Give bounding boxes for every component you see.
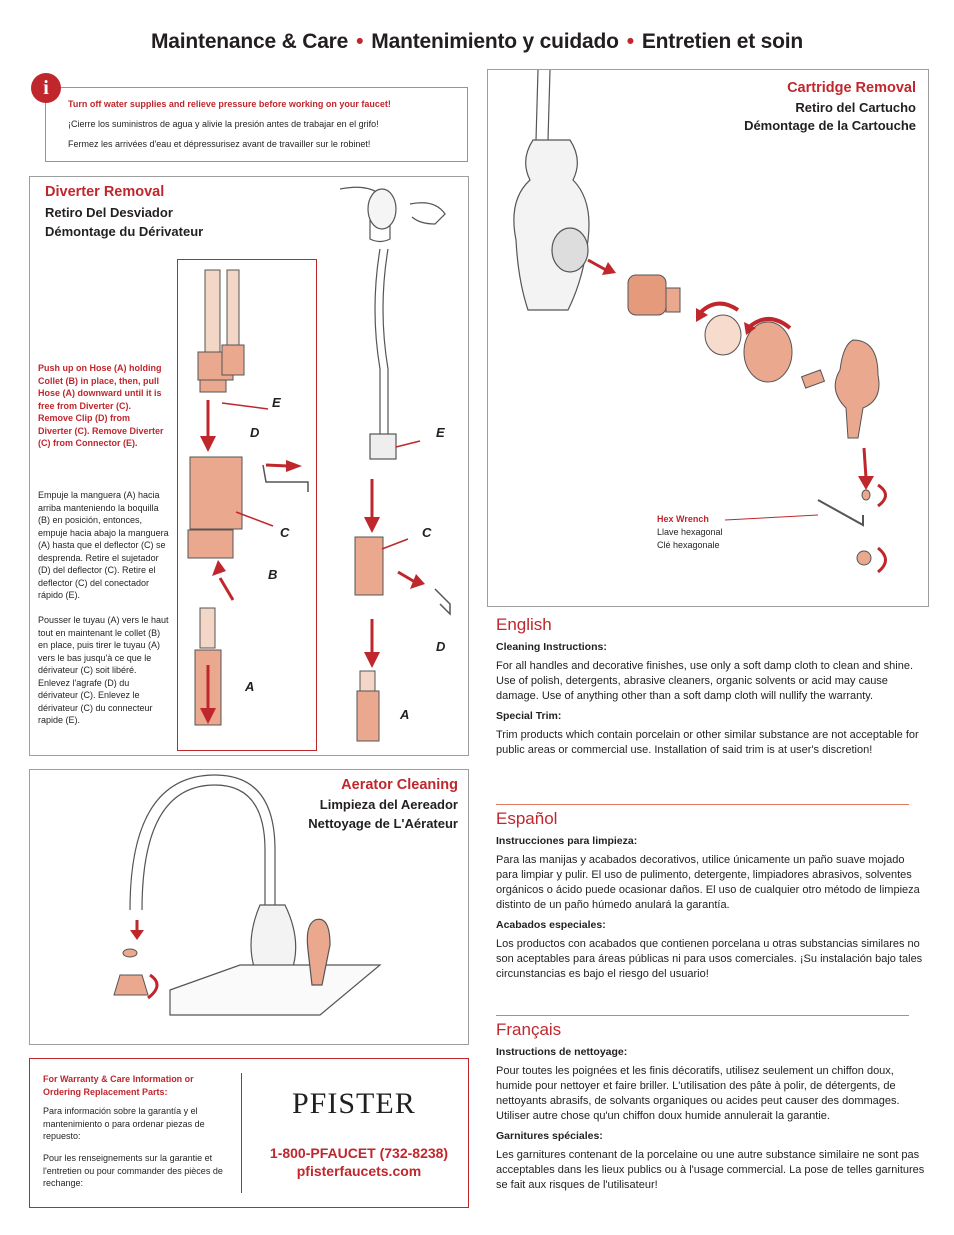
hex-wrench-fr: Clé hexagonale (657, 540, 720, 550)
warranty-panel: For Warranty & Care Information or Order… (29, 1058, 469, 1208)
english-section: English Cleaning Instructions: For all h… (496, 615, 926, 758)
page-title: Maintenance & Care•Mantenimiento y cuida… (151, 30, 803, 53)
diverter-label-e1: E (272, 395, 281, 410)
francais-clean-text: Pour toutes les poignées et les finis dé… (496, 1065, 900, 1122)
francais-trim-text: Les garnitures contenant de la porcelain… (496, 1149, 925, 1191)
warning-en: Turn off water supplies and relieve pres… (68, 99, 391, 109)
warning-fr: Fermez les arrivées d'eau et dépressuris… (68, 139, 371, 149)
diverter-label-c2: C (422, 525, 432, 540)
cartridge-exploded-illustration (513, 70, 887, 574)
diverter-instr-es: Empuje la manguera (A) hacia arriba mant… (38, 490, 169, 600)
diverter-detail-frame (177, 259, 317, 751)
aerator-cleaning-panel: Aerator Cleaning Limpieza del Aereador N… (29, 769, 469, 1045)
cartridge-title: Cartridge Removal (787, 80, 916, 96)
diverter-removal-panel: Diverter Removal Retiro Del Desviador Dé… (29, 176, 469, 756)
diverter-label-d1: D (250, 425, 260, 440)
diverter-faucet-illustration (340, 186, 451, 742)
diverter-exploded-illustration (187, 269, 309, 726)
espanol-clean-text: Para las manijas y acabados decorativos,… (496, 854, 920, 911)
francais-heading: Français (496, 1020, 562, 1039)
diverter-label-a2: A (400, 707, 410, 722)
francais-clean-heading: Instructions de nettoyage: (496, 1046, 628, 1058)
espanol-clean-heading: Instrucciones para limpieza: (496, 835, 638, 847)
diverter-sub-es: Retiro Del Desviador (45, 205, 173, 220)
francais-section: Français Instructions de nettoyage: Pour… (496, 1020, 926, 1193)
hex-wrench-es: Llave hexagonal (657, 527, 723, 537)
cartridge-sub-fr: Démontage de la Cartouche (744, 118, 916, 133)
diverter-sub-fr: Démontage du Dérivateur (45, 224, 204, 239)
diverter-title: Diverter Removal (45, 184, 165, 200)
warranty-website[interactable]: pfisterfaucets.com (296, 1163, 422, 1179)
francais-trim-heading: Garnitures spéciales: (496, 1130, 603, 1142)
divider (496, 1015, 909, 1016)
warranty-en: For Warranty & Care Information or Order… (43, 1074, 194, 1097)
aerator-faucet-illustration (113, 774, 382, 1016)
warning-es: ¡Cierre los suministros de agua y alivie… (68, 119, 379, 129)
aerator-sub-es: Limpieza del Aereador (319, 797, 458, 812)
aerator-sub-fr: Nettoyage de L'Aérateur (308, 816, 458, 831)
diverter-label-b: B (268, 567, 278, 582)
diverter-instr-en: Push up on Hose (A) holding Collet (B) i… (38, 363, 164, 448)
diverter-instr-fr: Pousser le tuyau (A) vers le haut tout e… (38, 615, 169, 725)
espanol-trim-heading: Acabados especiales: (496, 919, 606, 931)
aerator-title: Aerator Cleaning (341, 777, 458, 793)
info-icon: i (31, 73, 61, 103)
warranty-fr: Pour les renseignements sur la garantie … (43, 1153, 223, 1188)
divider (496, 804, 909, 805)
diverter-label-e2: E (436, 425, 445, 440)
warranty-phone[interactable]: 1-800-PFAUCET (732-8238) (269, 1145, 449, 1161)
english-trim-heading: Special Trim: (496, 710, 562, 722)
cartridge-sub-es: Retiro del Cartucho (795, 100, 916, 115)
english-clean-text: For all handles and decorative finishes,… (496, 660, 914, 702)
espanol-trim-text: Los productos con acabados que contienen… (496, 938, 923, 980)
english-heading: English (496, 615, 552, 634)
diverter-label-d2: D (436, 639, 446, 654)
pfister-logo: PFISTER (292, 1087, 416, 1120)
warranty-divider (241, 1073, 242, 1193)
english-trim-text: Trim products which contain porcelain or… (496, 729, 919, 756)
english-clean-heading: Cleaning Instructions: (496, 641, 607, 653)
espanol-section: Español Instrucciones para limpieza: Par… (496, 809, 926, 982)
espanol-heading: Español (496, 809, 558, 828)
warning-box: i Turn off water supplies and relieve pr… (31, 73, 468, 162)
diverter-label-c1: C (280, 525, 290, 540)
warranty-es: Para información sobre la garantía y el … (43, 1106, 205, 1141)
cartridge-removal-panel: Cartridge Removal Retiro del Cartucho Dé… (487, 69, 929, 607)
hex-wrench-en: Hex Wrench (657, 514, 709, 524)
diverter-label-a1: A (245, 679, 255, 694)
